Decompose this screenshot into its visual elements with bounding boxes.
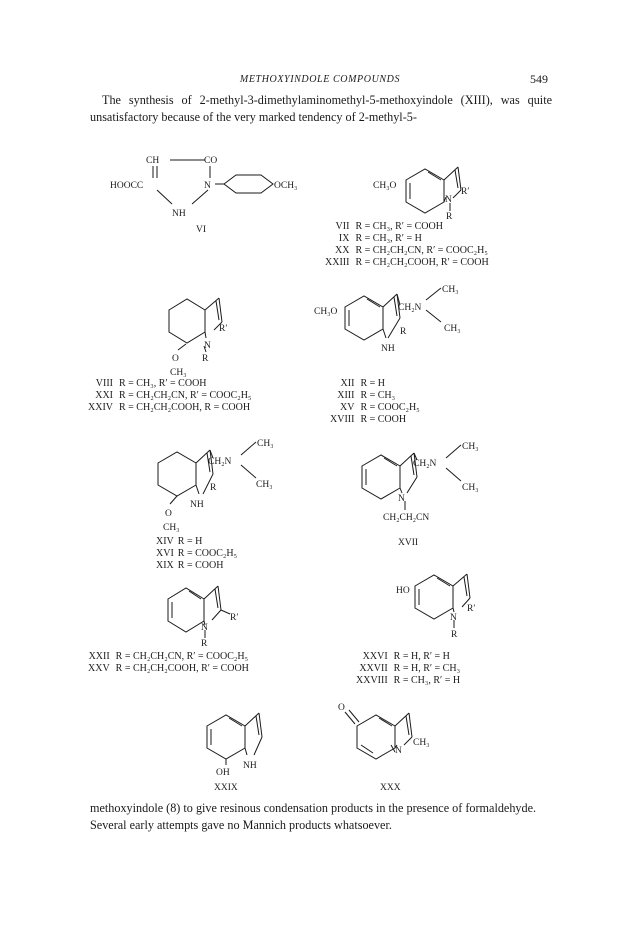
xiv-atom-ch3-top: CH₃ bbox=[257, 439, 274, 449]
vii-atom-ch3o: CH₃O bbox=[373, 181, 397, 191]
vi-atom-co: CO bbox=[204, 156, 217, 166]
viii-atom-ch3: CH₃ bbox=[170, 368, 187, 378]
xxx-atom-o: O bbox=[338, 703, 345, 713]
structure-viii: N R′ O R CH₃ bbox=[168, 297, 227, 378]
xvii-atom-ch3-top: CH₃ bbox=[462, 442, 479, 452]
xxix-atom-nh: NH bbox=[243, 761, 257, 771]
structure-vii: CH₃O N R′ R bbox=[373, 166, 469, 222]
xxii-atom-n: N bbox=[201, 623, 208, 633]
xvii-atom-n: N bbox=[398, 494, 405, 504]
xiv-atom-r: R bbox=[210, 483, 217, 493]
page-number: 549 bbox=[530, 72, 548, 86]
xii-atom-nh: NH bbox=[381, 344, 395, 354]
viii-atom-r-prime: R′ bbox=[219, 324, 227, 334]
xii-atom-r: R bbox=[400, 327, 407, 337]
xxii-atom-r: R bbox=[201, 639, 208, 649]
viii-atom-o: O bbox=[172, 354, 179, 364]
vi-atom-ch: CH bbox=[146, 156, 159, 166]
structure-xxix: OH NH XXIX bbox=[206, 712, 263, 793]
structure-xxii: N R′ R bbox=[167, 585, 238, 649]
xxx-atom-ch3: CH₃ bbox=[413, 738, 430, 748]
xxvi-atom-r: R bbox=[451, 630, 458, 640]
xii-atom-ch3-bottom: CH₃ bbox=[444, 324, 461, 334]
xii-atom-ch2n: CH₂N bbox=[398, 303, 422, 313]
xii-atom-ch3o: CH₃O bbox=[314, 307, 338, 317]
structure-xxx: O N CH₃ XXX bbox=[338, 703, 430, 793]
structure-xxvi: HO N R′ R bbox=[396, 573, 475, 640]
running-title: METHOXYINDOLE COMPOUNDS bbox=[239, 74, 401, 85]
vii-atom-n: N bbox=[445, 195, 452, 205]
paragraph-bottom-text: methoxyindole (8) to give resinous conde… bbox=[90, 801, 537, 832]
xxvi-atom-r-prime: R′ bbox=[467, 604, 475, 614]
vii-atom-r: R bbox=[446, 212, 453, 222]
xiv-atom-ch3-bottom: CH₃ bbox=[256, 480, 273, 490]
xiv-atom-o: O bbox=[165, 509, 172, 519]
xxvi-atom-ho: HO bbox=[396, 586, 410, 596]
xiv-atom-ch3: CH₃ bbox=[163, 523, 180, 533]
viii-atom-r: R bbox=[202, 354, 209, 364]
xvii-atom-ch2ch2cn: CH₂CH₂CN bbox=[383, 513, 429, 523]
structure-vi: CH CO HOOCC N NH OCH₃ VI bbox=[110, 156, 297, 235]
xxix-atom-oh: OH bbox=[216, 768, 230, 778]
xxix-label: XXIX bbox=[214, 783, 238, 793]
xvii-label: XVII bbox=[398, 538, 418, 548]
paragraph-top: The synthesis of 2-methyl-3-dimethylamin… bbox=[90, 92, 552, 126]
xiv-atom-ch2n: CH₂N bbox=[208, 457, 232, 467]
vi-atom-nh: NH bbox=[172, 209, 186, 219]
xvii-atom-ch2n: CH₂N bbox=[413, 459, 437, 469]
xiv-atom-nh: NH bbox=[190, 500, 204, 510]
xxvi-atom-n: N bbox=[450, 613, 457, 623]
vii-atom-r-prime: R′ bbox=[461, 187, 469, 197]
vi-atom-och3: OCH₃ bbox=[274, 181, 297, 191]
paragraph-top-text: The synthesis of 2-methyl-3-dimethylamin… bbox=[90, 93, 552, 124]
xxx-label: XXX bbox=[380, 783, 401, 793]
vi-atom-hoocc: HOOCC bbox=[110, 181, 143, 191]
structure-xvii: CH₂N CH₃ CH₃ N CH₂CH₂CN XVII bbox=[361, 442, 479, 548]
structure-xii: CH₃O CH₂N CH₃ CH₃ R NH bbox=[314, 285, 461, 354]
xxx-atom-n: N bbox=[395, 746, 402, 756]
vi-label: VI bbox=[196, 225, 206, 235]
xxii-atom-r-prime: R′ bbox=[230, 613, 238, 623]
xii-atom-ch3-top: CH₃ bbox=[442, 285, 459, 295]
paragraph-bottom: methoxyindole (8) to give resinous conde… bbox=[90, 800, 552, 834]
xvii-atom-ch3-bottom: CH₃ bbox=[462, 483, 479, 493]
structure-xiv: CH₂N CH₃ CH₃ R NH O CH₃ bbox=[157, 439, 274, 533]
viii-atom-n: N bbox=[204, 341, 211, 351]
vi-atom-n: N bbox=[204, 181, 211, 191]
